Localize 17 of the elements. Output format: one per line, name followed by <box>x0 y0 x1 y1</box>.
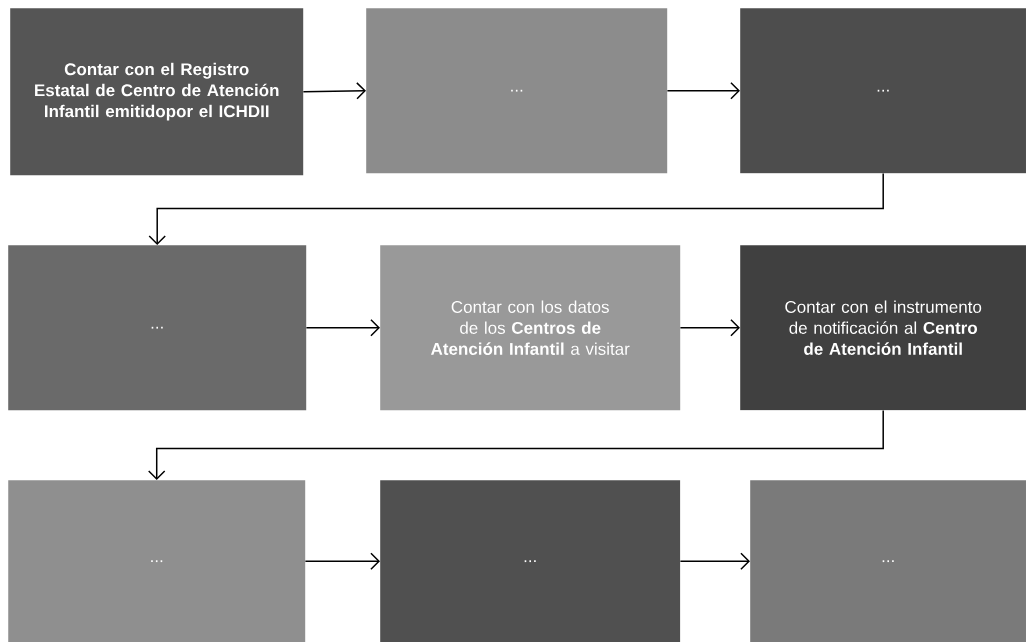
process-box: ... <box>8 245 307 411</box>
process-box: ... <box>366 8 668 174</box>
arrow <box>305 318 380 337</box>
arrow <box>679 318 740 337</box>
process-box: ... <box>740 8 1026 174</box>
arrow <box>148 172 884 245</box>
process-box: ... <box>8 480 306 642</box>
arrow <box>666 81 740 100</box>
process-box: Contar con los datos de los Centros de Atención Infantil a visitar <box>380 245 681 411</box>
process-box: ... <box>380 480 681 642</box>
arrow <box>679 552 750 570</box>
process-box: Contar con el Registro Estatal de Centro de Atención Infantil emitidopor el ICHDII <box>10 8 304 176</box>
process-box: ... <box>750 480 1026 642</box>
arrow <box>147 409 884 480</box>
process-box: Contar con el instrumento de notificación al Centro de Atención Infantil <box>740 245 1026 411</box>
arrow <box>302 82 366 100</box>
arrow <box>304 552 380 570</box>
